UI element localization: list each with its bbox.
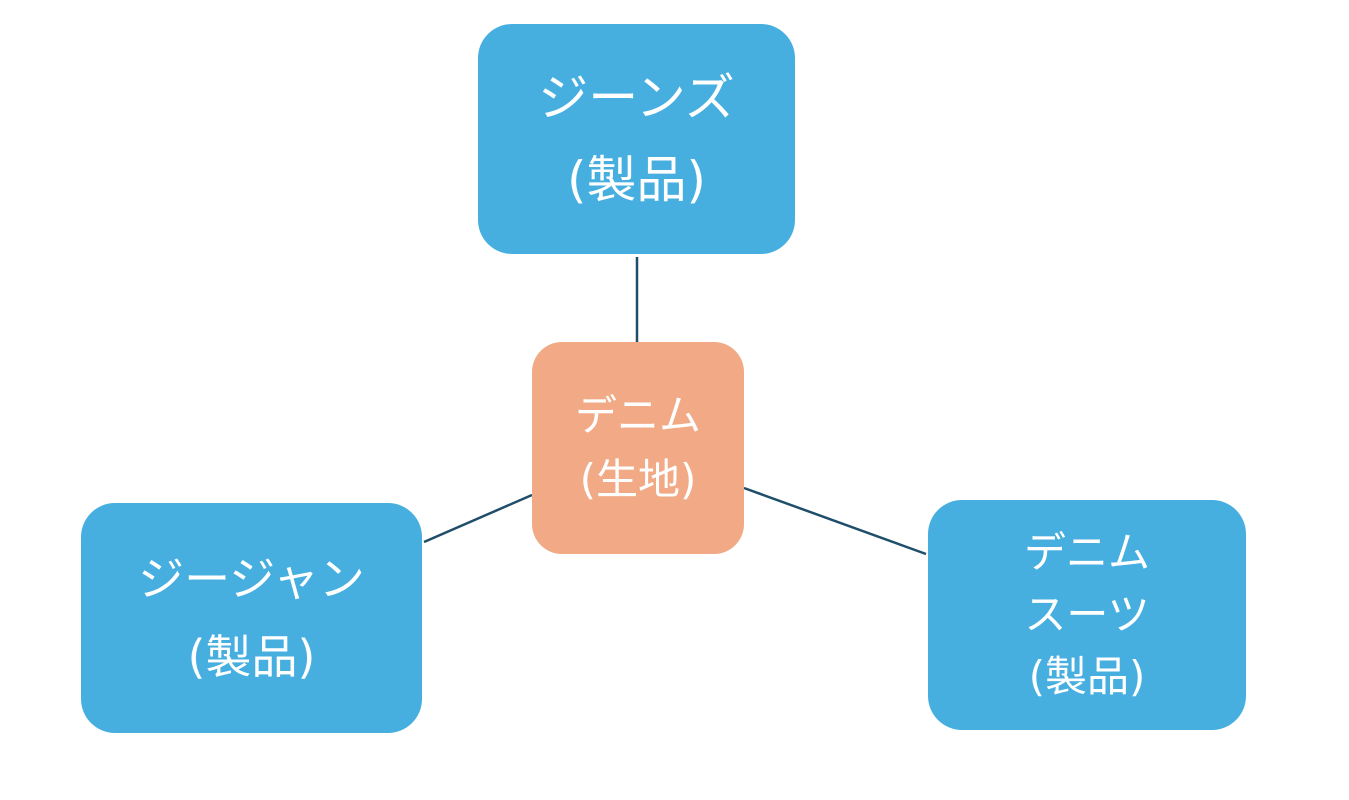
product-node-jeans: ジーンズ (製品) <box>478 24 795 254</box>
product-node-jacket: ジージャン (製品) <box>81 503 422 733</box>
product-node-suit: デニム スーツ (製品) <box>928 500 1246 730</box>
node-label-line: (生地) <box>579 455 697 504</box>
node-label-line: (製品) <box>1028 652 1146 701</box>
node-label-line: ジーンズ <box>538 69 735 127</box>
node-label-line: (製品) <box>566 151 706 209</box>
node-label-line: デニム <box>1023 528 1150 577</box>
node-label-line: ジージャン <box>138 552 365 606</box>
node-label-line: デニム <box>574 391 701 440</box>
connector-denim-jacket <box>423 493 533 544</box>
center-node-denim: デニム (生地) <box>532 342 744 554</box>
connector-denim-suit <box>743 486 927 556</box>
node-label-line: (製品) <box>187 630 316 684</box>
node-label-line: スーツ <box>1024 590 1150 639</box>
